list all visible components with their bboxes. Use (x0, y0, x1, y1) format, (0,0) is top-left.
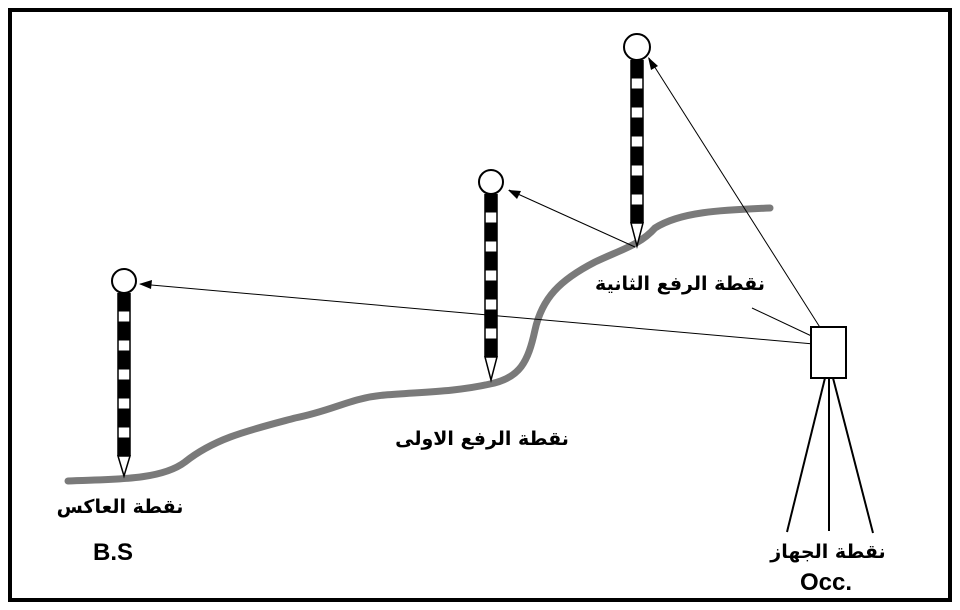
label-second-point-ar: نقطة الرفع الثانية (595, 273, 765, 295)
label-first-point-ar: نقطة الرفع الاولى (395, 428, 569, 450)
staff-tip (630, 222, 644, 249)
leader-line-second-label (751, 307, 821, 341)
label-instrument-ar: نقطة الجهاز (769, 541, 885, 563)
staff-tip (116, 455, 132, 479)
staff-target-circle (623, 33, 651, 61)
arrowhead-second (648, 57, 658, 70)
staff-target-circle (111, 268, 137, 294)
arrowhead-backsight (139, 280, 152, 289)
sight-line-second (648, 57, 829, 341)
staff-first-turning-point (478, 169, 504, 383)
staff-second-turning-point (623, 33, 651, 249)
sight-lines (139, 57, 829, 346)
tripod-leg-right (832, 377, 874, 534)
sight-line-backsight (139, 283, 826, 346)
label-backsight-en: B.S (93, 539, 133, 566)
staff-target-circle (478, 169, 504, 195)
arrowhead-first (508, 190, 521, 199)
instrument-tripod (786, 326, 874, 534)
staff-backsight (111, 268, 137, 479)
frame-border (8, 8, 952, 602)
label-backsight-ar: نقطة العاكس (57, 496, 184, 518)
staff-tip (484, 356, 498, 383)
label-instrument-en: Occ. (800, 569, 852, 596)
instrument-body (810, 326, 847, 379)
tripod-leg-left (786, 377, 826, 533)
arrowheads (139, 57, 658, 289)
ground-profile (64, 204, 774, 485)
sight-line-first (508, 189, 636, 248)
